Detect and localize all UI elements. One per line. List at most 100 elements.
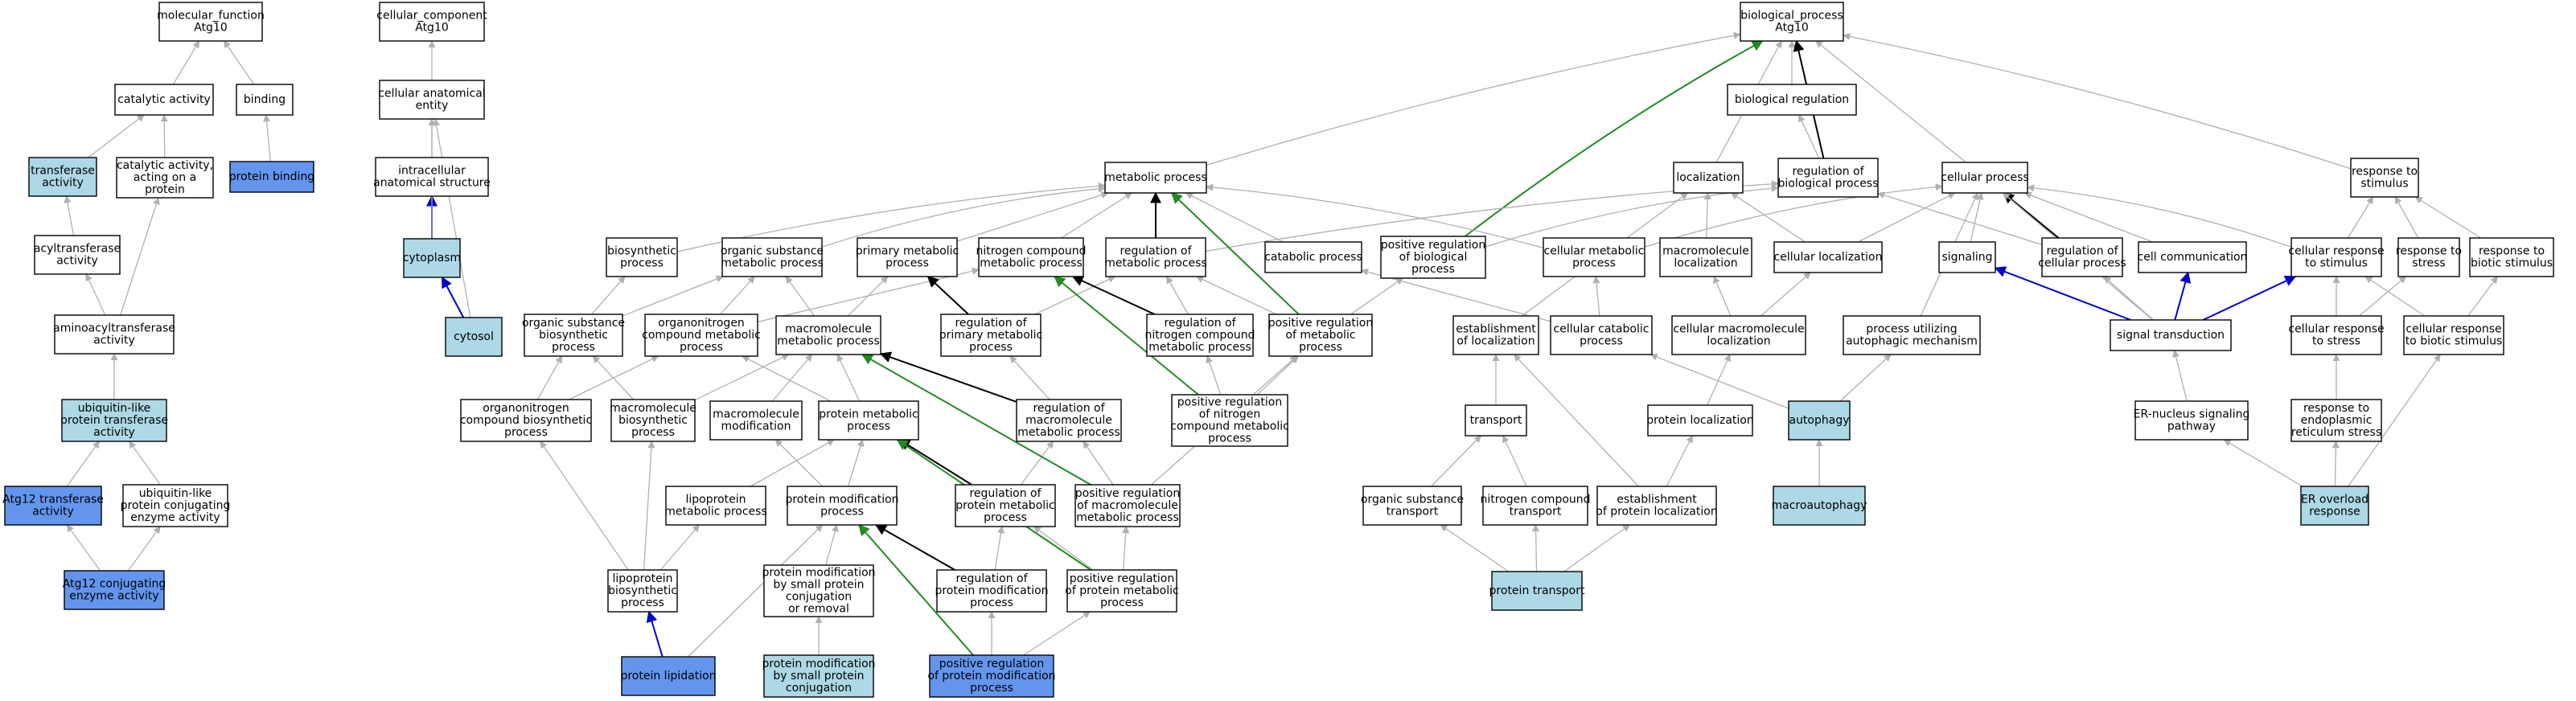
node-box	[116, 157, 214, 199]
go-term-node-cellular-process[interactable]: cellular process	[1941, 162, 2029, 194]
go-term-node-cell-loc[interactable]: cellular localization	[1773, 241, 1883, 273]
go-term-node-protein-binding[interactable]: protein binding	[229, 161, 314, 193]
go-term-node-cytoplasm[interactable]: cytoplasm	[403, 238, 461, 278]
go-term-node-cytosol[interactable]: cytosol	[445, 317, 503, 357]
go-term-node-catabolic[interactable]: catabolic process	[1264, 241, 1362, 273]
node-box	[1452, 315, 1539, 355]
edge-is-a	[127, 526, 161, 572]
go-term-node-signal-trans[interactable]: signal transduction	[2110, 319, 2232, 351]
node-label-line: protein lipidation	[620, 670, 716, 683]
node-label-line: protein metabolic	[819, 408, 918, 421]
edge-regulates	[898, 439, 972, 486]
go-term-node-catalytic[interactable]: catalytic activity	[114, 84, 214, 116]
node-label-line: acting on a	[134, 171, 196, 184]
go-term-node-transport[interactable]: transport	[1465, 404, 1527, 437]
edge-is-a	[694, 354, 790, 401]
go-term-node-protein-transport[interactable]: protein transport	[1489, 571, 1585, 611]
go-term-node-localization[interactable]: localization	[1673, 162, 1744, 194]
go-term-node-macroautophagy[interactable]: macroautophagy	[1772, 486, 1867, 526]
go-term-node-protein-lipidation[interactable]: protein lipidation	[620, 656, 717, 696]
node-label-line: catalytic activity	[117, 93, 211, 106]
go-term-node-binding[interactable]: binding	[236, 84, 294, 116]
edge-is-a	[1061, 192, 1133, 239]
node-label-line: positive regulation	[1177, 396, 1282, 409]
node-label-line: transport	[1470, 414, 1522, 427]
go-term-node-cell-comm[interactable]: cell communication	[2138, 241, 2248, 273]
go-term-node-autophagy[interactable]: autophagy	[1788, 400, 1851, 441]
node-label-line: of protein modification	[927, 670, 1055, 683]
node-label-line: conjugation	[786, 591, 852, 604]
go-term-node-bio-reg[interactable]: biological regulation	[1727, 84, 1857, 116]
go-term-node-metabolic[interactable]: metabolic process	[1104, 162, 1207, 194]
node-box	[229, 161, 314, 193]
go-term-node-signaling[interactable]: signaling	[1938, 241, 1996, 273]
edge-is-a	[1020, 441, 1054, 486]
node-box	[1673, 162, 1744, 194]
node-label-line: activity	[32, 506, 74, 519]
go-term-node-protein-loc[interactable]: protein localization	[1646, 404, 1754, 437]
node-label-line: cellular response	[2288, 323, 2384, 336]
